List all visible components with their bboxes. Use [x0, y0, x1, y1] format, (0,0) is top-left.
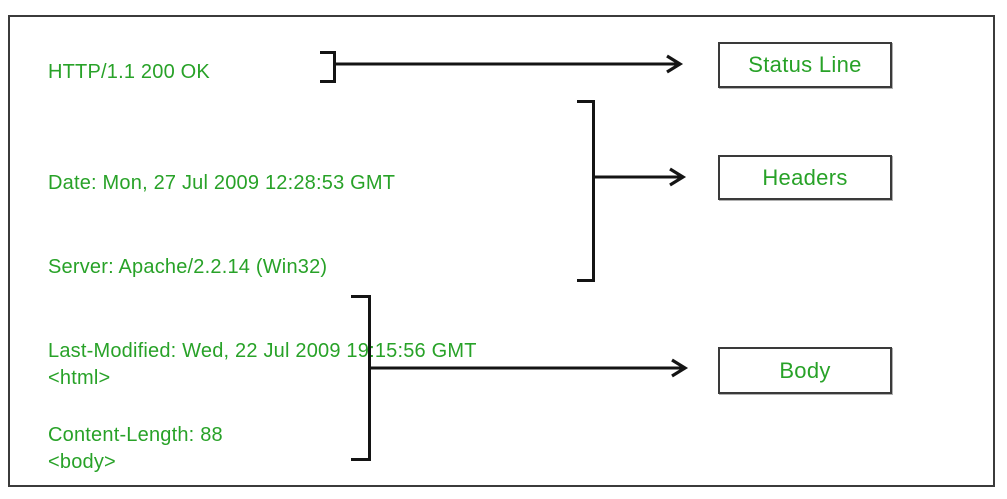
headers-arrow [592, 166, 688, 193]
body-bracket [351, 295, 371, 461]
right-arrow-icon [368, 358, 689, 378]
diagram-frame [8, 15, 995, 487]
body-line: <body> [48, 451, 116, 473]
body-line: <html> [48, 367, 111, 389]
headers-label: Headers [762, 164, 848, 190]
status-line-text: HTTP/1.1 200 OK [48, 61, 210, 83]
status-line-label-box: Status Line [718, 42, 892, 88]
headers-bracket [577, 100, 595, 282]
status-line-arrow [333, 53, 685, 80]
header-line: Date: Mon, 27 Jul 2009 12:28:53 GMT [48, 172, 396, 194]
body-label-box: Body [718, 347, 892, 394]
headers-label-box: Headers [718, 155, 892, 200]
header-line: Server: Apache/2.2.14 (Win32) [48, 256, 328, 278]
header-line: Content-Length: 88 [48, 424, 223, 446]
header-line: Last-Modified: Wed, 22 Jul 2009 19:15:56… [48, 340, 477, 362]
body-label: Body [779, 357, 831, 383]
status-line-label: Status Line [748, 52, 862, 77]
body-block: <html> <body> <h1>Hello, World!</h1> </b… [48, 308, 263, 499]
body-arrow [368, 357, 690, 384]
right-arrow-icon [592, 167, 687, 187]
right-arrow-icon [333, 54, 684, 74]
headers-block: Date: Mon, 27 Jul 2009 12:28:53 GMT Serv… [48, 113, 477, 499]
status-line-bracket [320, 51, 336, 83]
